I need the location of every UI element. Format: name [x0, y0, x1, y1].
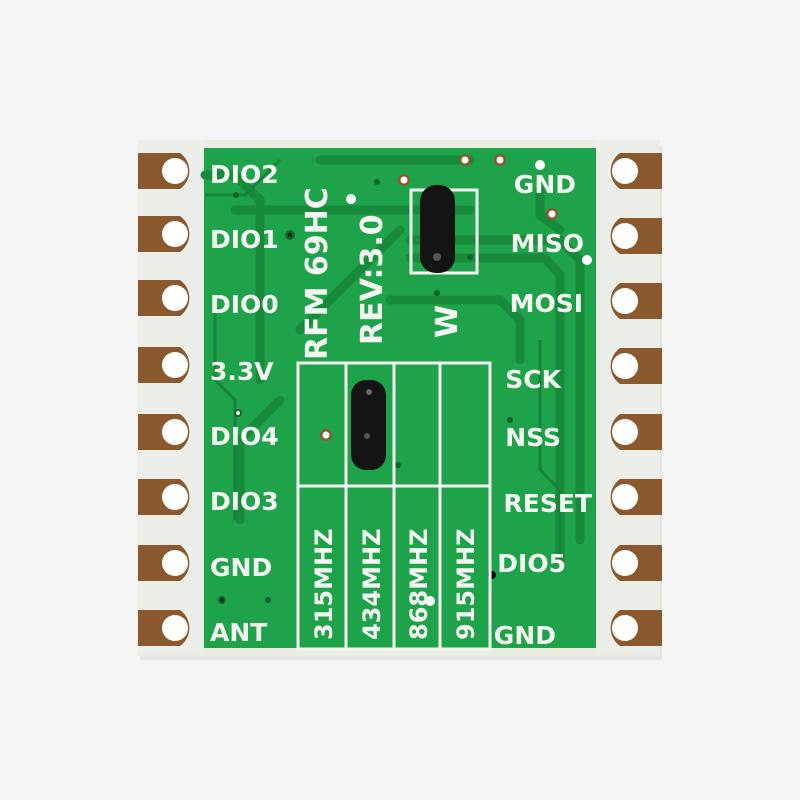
pad — [610, 414, 662, 450]
left-pin-labels: DIO2 DIO1 DIO0 3.3V DIO4 DIO3 GND ANT — [210, 160, 279, 647]
frequency-option: 868MHZ — [405, 529, 433, 640]
pad — [138, 347, 190, 383]
pad — [610, 283, 662, 319]
pad — [610, 610, 662, 646]
pin-label: SCK — [505, 365, 562, 394]
frequency-jumper-solder — [351, 380, 386, 470]
pin-label: RESET — [504, 489, 592, 518]
pin-label: 3.3V — [210, 357, 274, 386]
pad — [610, 545, 662, 581]
vias — [218, 154, 592, 606]
pad — [610, 153, 662, 189]
pin-label: DIO1 — [210, 225, 279, 254]
pin-label: DIO0 — [210, 290, 279, 319]
board-identity: RFM 69HC REV:3.0 W — [300, 187, 465, 360]
pin-label: MOSI — [510, 289, 583, 318]
pin-label: MISO — [511, 229, 584, 258]
pin-label: DIO2 — [210, 160, 279, 189]
pin-label: GND — [514, 170, 576, 199]
pad — [610, 348, 662, 384]
jumper-mark: W — [430, 305, 465, 338]
pad — [138, 280, 190, 316]
frequency-option: 315MHZ — [310, 529, 338, 640]
left-castellated-pads — [138, 153, 190, 646]
antenna-jumper — [409, 185, 479, 275]
pad — [138, 414, 190, 450]
pin-label: NSS — [505, 423, 561, 452]
pad — [138, 216, 190, 252]
frequency-option: 915MHZ — [452, 529, 480, 640]
frequency-option: 434MHZ — [358, 529, 386, 640]
pad — [610, 218, 662, 254]
right-pin-labels: GND MISO MOSI SCK NSS RESET DIO5 GND — [494, 170, 592, 650]
pad — [138, 610, 190, 646]
pad — [610, 479, 662, 515]
pad — [138, 153, 190, 189]
pin-label: GND — [210, 553, 272, 582]
right-castellated-pads — [610, 153, 662, 646]
pad — [138, 545, 190, 581]
frequency-selector-grid — [296, 361, 492, 651]
pin-label: DIO4 — [210, 422, 279, 451]
pad — [138, 479, 190, 515]
pin-label: ANT — [210, 618, 267, 647]
model-label: RFM 69HC — [300, 187, 335, 360]
pin-label: GND — [494, 621, 556, 650]
pin-label: DIO5 — [497, 549, 566, 578]
frequency-labels: 315MHZ 434MHZ 868MHZ 915MHZ — [310, 529, 480, 640]
revision-label: REV:3.0 — [355, 214, 390, 345]
pin-label: DIO3 — [210, 487, 279, 516]
